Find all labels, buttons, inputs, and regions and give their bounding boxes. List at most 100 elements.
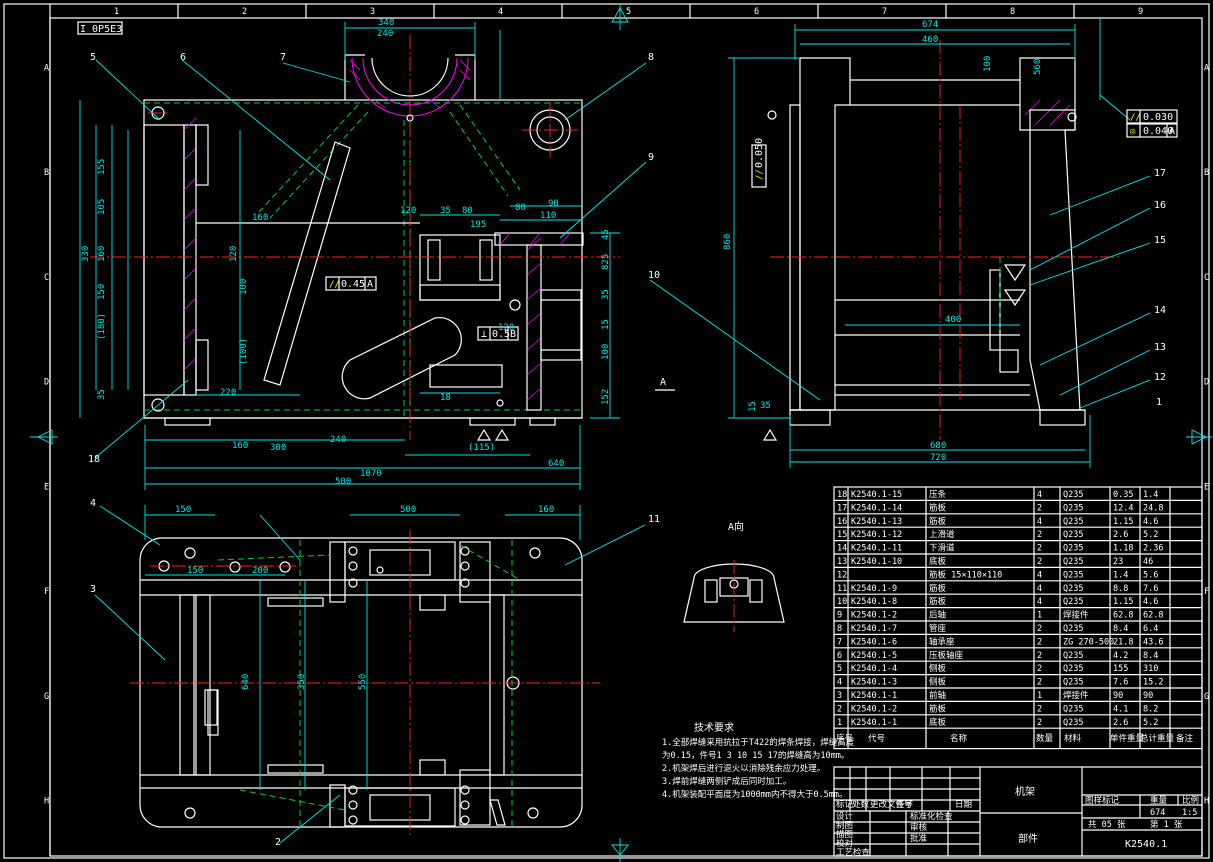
- bom-cell: 底板: [929, 556, 947, 567]
- bom-cell: 1.4: [1113, 570, 1128, 580]
- bom-cell: 6.4: [1143, 624, 1158, 634]
- bom-cell: 筋板: [929, 502, 947, 513]
- bom-cell: 10: [837, 597, 847, 607]
- dimension-text: (180): [97, 313, 107, 340]
- side-pos-datum: A: [1169, 126, 1175, 137]
- bom-cell: 下滑道: [929, 543, 955, 554]
- title-sheet-no: 第 1 张: [1150, 819, 1183, 830]
- bom-header: 名称: [950, 733, 968, 744]
- title-scale-label: 比例: [1182, 795, 1199, 806]
- bom-cell: 5: [837, 664, 842, 674]
- bom-cell: 2: [1037, 664, 1042, 674]
- bom-cell: 压板轴座: [929, 650, 964, 661]
- bom-cell: 2: [1037, 637, 1042, 647]
- bom-cell: 3: [837, 691, 842, 701]
- bom-cell: 筋板: [929, 703, 947, 714]
- dimension-text: 80: [515, 203, 526, 213]
- dimension-text: 160: [97, 246, 107, 262]
- zone-letter: B: [44, 168, 49, 178]
- zone-number: 7: [882, 7, 887, 17]
- sign-row-label: 工艺检查: [836, 847, 871, 858]
- dimension-text: 860: [723, 234, 733, 250]
- bom-cell: 4: [1037, 597, 1042, 607]
- bom-cell: 1.4: [1143, 490, 1158, 500]
- bom-header: 序号: [836, 733, 853, 744]
- zone-number: 8: [1010, 7, 1015, 17]
- dimension-text: 560: [1033, 59, 1043, 75]
- plan-view: [94, 505, 646, 844]
- part-balloon: 12: [1154, 372, 1166, 383]
- bom-cell: 8.8: [1113, 584, 1128, 594]
- bom-cell: K2540.1-2: [851, 611, 897, 621]
- bom-cell: 12.4: [1113, 503, 1133, 513]
- zone-letter: A: [1204, 63, 1209, 73]
- title-name: 机架: [1015, 785, 1035, 798]
- bom-cell: 2: [1037, 718, 1042, 728]
- part-balloon: 8: [648, 52, 654, 63]
- view-a-arrow-label: A: [660, 377, 666, 388]
- bom-cell: 155: [1113, 664, 1128, 674]
- bom-cell: 4.6: [1143, 597, 1158, 607]
- bom-cell: K2540.1-14: [851, 503, 902, 513]
- bom-cell: 前轴: [929, 690, 946, 701]
- bom-cell: 侧板: [929, 663, 947, 674]
- bom-cell: Q235: [1063, 624, 1083, 634]
- notes-line-5: 4.机架装配平面度为1000mm内不得大于0.5mm。: [662, 789, 848, 800]
- bom-cell: 管座: [929, 623, 947, 634]
- bom-cell: Q235: [1063, 664, 1083, 674]
- front-par-symbol: //: [329, 280, 340, 290]
- bom-cell: 2.6: [1113, 530, 1128, 540]
- bom-cell: Q235: [1063, 597, 1083, 607]
- notes-line-3: 2.机架焊后进行退火以消除残余应力处理。: [662, 763, 825, 774]
- dimension-text: 90: [548, 199, 559, 209]
- bom-cell: K2540.1-6: [851, 637, 897, 647]
- zone-letter: G: [1204, 692, 1209, 702]
- zone-letter: C: [44, 273, 49, 283]
- part-balloon: 14: [1154, 305, 1166, 316]
- bom-cell: 4.6: [1143, 517, 1158, 527]
- bom-cell: 46: [1143, 557, 1153, 567]
- bom-cell: 8.4: [1113, 624, 1128, 634]
- bom-cell: K2540.1-2: [851, 704, 897, 714]
- bom-cell: 17: [837, 503, 847, 513]
- bom-cell: 6: [837, 651, 842, 661]
- bom-cell: 2: [1037, 503, 1042, 513]
- dimension-text: 45: [601, 229, 611, 240]
- bom-cell: 侧板: [929, 677, 947, 688]
- notes-line-1: 1.全部焊缝采用抗拉于T422的焊条焊接，焊缝高度: [662, 737, 855, 748]
- bom-cell: 轴承座: [929, 636, 955, 647]
- bom-cell: ZG 270-500: [1063, 637, 1114, 647]
- bom-cell: 底板: [929, 717, 947, 728]
- part-balloon: 10: [648, 270, 660, 281]
- zone-number: 4: [498, 7, 503, 17]
- bom-cell: 62.8: [1113, 611, 1133, 621]
- bom-cell: 焊接件: [1063, 690, 1089, 701]
- bom-header: 数量: [1036, 733, 1054, 744]
- dimension-text: 500: [335, 477, 351, 487]
- bom-cell: 7: [837, 637, 842, 647]
- bom-header: 单件重量: [1110, 733, 1145, 744]
- front-par-value: 0.45: [341, 279, 365, 290]
- dimension-text: (115): [468, 443, 495, 453]
- title-weight: 674: [1150, 808, 1165, 818]
- notes-title: 技术要求: [694, 721, 734, 734]
- side-pos-symbol: ◎: [1130, 127, 1136, 137]
- view-a: A向: [683, 520, 785, 632]
- bom-cell: Q235: [1063, 570, 1083, 580]
- dimension-text: 18: [440, 393, 451, 403]
- dimension-text: 100: [601, 344, 611, 360]
- bom-header: 材料: [1064, 733, 1082, 744]
- bom-cell: 1.18: [1113, 544, 1133, 554]
- dimension-text: 825: [601, 254, 611, 270]
- bom-cell: Q235: [1063, 517, 1083, 527]
- dimension-text: 500: [400, 505, 416, 515]
- bom-header: 总计重量: [1140, 733, 1175, 744]
- dimension-text: 330: [81, 246, 91, 262]
- dimension-text: 200: [252, 566, 268, 576]
- zone-letter: F: [44, 587, 49, 597]
- part-balloon: 7: [280, 52, 286, 63]
- front-perp-datum: B: [510, 329, 516, 340]
- dimension-text: 220: [220, 388, 236, 398]
